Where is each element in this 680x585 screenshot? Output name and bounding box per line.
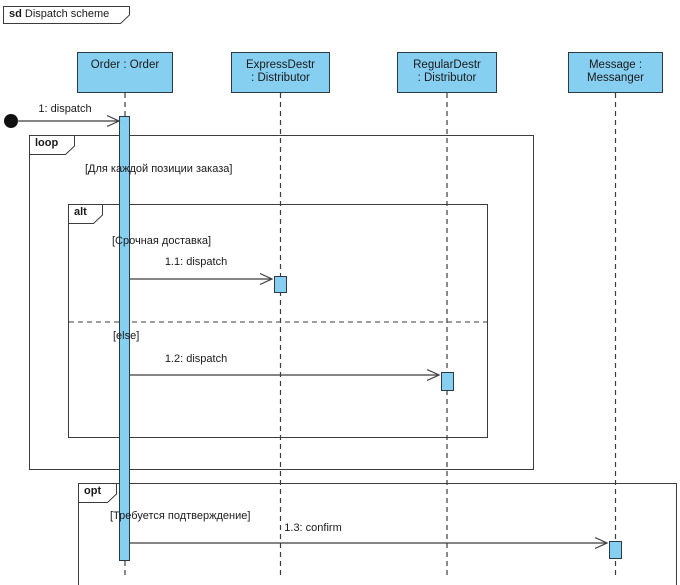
diagram-frame-label[interactable]: sd Dispatch scheme (3, 6, 130, 24)
lifeline-name-line2: : Distributor (417, 72, 477, 84)
lifeline-name-line2: : Distributor (251, 72, 310, 84)
lifeline-name-line1: RegularDestr (413, 59, 481, 71)
activation-message[interactable] (609, 541, 622, 559)
diagram-keyword: sd (9, 8, 22, 20)
lifeline-head-message[interactable]: Message : Messanger (568, 52, 663, 93)
message-1-label[interactable]: 1: dispatch (38, 103, 92, 115)
lifeline-head-express[interactable]: ExpressDestr : Distributor (231, 52, 330, 93)
lifeline-head-order[interactable]: Order : Order (77, 52, 173, 93)
alt-else-guard[interactable]: [else] (113, 330, 140, 342)
activation-express[interactable] (274, 276, 287, 293)
lifeline-name-line2: Messanger (587, 72, 644, 84)
message-1-3-label[interactable]: 1.3: confirm (284, 522, 342, 534)
message-1-arrowhead-icon (106, 114, 121, 128)
message-1-2-arrowhead-icon (426, 368, 441, 382)
found-message-circle[interactable] (4, 114, 18, 128)
lifeline-name-line1: Order : Order (90, 59, 160, 71)
message-1-3-arrowhead-icon (594, 536, 609, 550)
lifeline-head-regular[interactable]: RegularDestr : Distributor (397, 52, 497, 93)
lifeline-name-line1: Message : (588, 59, 643, 71)
diagram-title-text: Dispatch scheme (24, 8, 110, 20)
loop-operator-label: loop (35, 137, 59, 149)
message-1-1-label[interactable]: 1.1: dispatch (164, 256, 228, 268)
opt-operator-label: opt (84, 485, 102, 497)
loop-guard[interactable]: [Для каждой позиции заказа] (85, 163, 233, 175)
activation-order[interactable] (119, 116, 130, 561)
activation-regular[interactable] (441, 372, 454, 391)
diagram-title: sd Dispatch scheme (9, 8, 109, 20)
lifeline-name-line1: ExpressDestr (245, 59, 316, 71)
frame-label-pentagon (3, 6, 130, 24)
opt-guard[interactable]: [Требуется подтверждение] (110, 510, 251, 522)
message-1-2-label[interactable]: 1.2: dispatch (164, 353, 228, 365)
alt-operator-label: alt (74, 206, 87, 218)
alt-guard[interactable]: [Срочная доставка] (112, 235, 212, 247)
message-1-1-arrowhead-icon (259, 272, 274, 286)
